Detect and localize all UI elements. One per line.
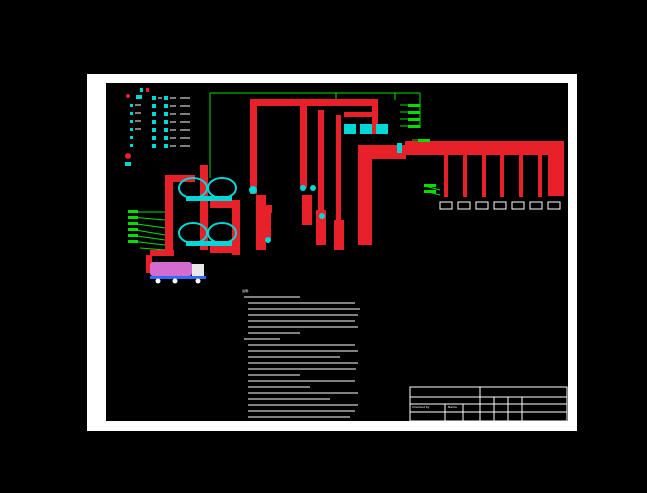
checked-by-label: Checked by <box>412 405 430 409</box>
legend-symbol <box>164 120 168 124</box>
dispenser <box>475 201 489 210</box>
title-block-grid <box>409 386 568 422</box>
drop-pipe <box>538 155 542 197</box>
riser-lower <box>334 220 344 250</box>
tank-pipe <box>262 205 272 213</box>
tank-pipe <box>165 175 195 182</box>
dispenser-units <box>439 201 561 210</box>
legend-symbol <box>152 128 156 132</box>
valve-node <box>249 186 257 194</box>
callout-tags <box>128 104 436 243</box>
legend-symbol <box>164 96 168 100</box>
tank-pipe <box>146 255 152 273</box>
valve-node <box>319 213 325 219</box>
name-label: Name <box>448 405 457 409</box>
legend-symbol <box>164 128 168 132</box>
riser-lower <box>316 210 326 245</box>
distribution-header <box>405 141 564 155</box>
main-pipe <box>358 145 372 245</box>
tank-pipe <box>256 195 266 250</box>
tanker-truck <box>150 262 206 284</box>
drop-pipe <box>482 155 486 197</box>
pressure-vessel <box>376 124 388 134</box>
pressure-vessel <box>344 124 356 134</box>
legend-symbol <box>164 136 168 140</box>
dispenser <box>529 201 543 210</box>
legend-symbol <box>146 88 149 92</box>
dispenser <box>457 201 471 210</box>
legend-symbol <box>164 144 168 148</box>
tank-pipe <box>210 200 240 208</box>
valve <box>397 143 402 153</box>
legend-symbol <box>125 162 131 166</box>
drop-pipe <box>519 155 523 197</box>
legend-symbol <box>152 136 156 140</box>
tank-pipe <box>200 165 208 250</box>
storage-tank <box>207 222 237 244</box>
drop-pipe <box>500 155 504 197</box>
riser-pipe <box>336 115 341 220</box>
legend-symbol <box>152 96 156 100</box>
truck-tank <box>150 262 192 276</box>
truck-cab <box>192 264 204 276</box>
pipe-network <box>146 99 564 273</box>
valve-node <box>310 185 316 191</box>
legend-symbol <box>152 144 156 148</box>
binding-margin <box>93 80 104 425</box>
legend-symbol <box>152 112 156 116</box>
legend-symbol <box>130 136 133 139</box>
valve-node <box>265 237 271 243</box>
legend-symbol <box>130 120 133 123</box>
main-pipe <box>358 145 406 159</box>
dispenser <box>439 201 453 210</box>
equipment <box>178 124 402 246</box>
legend-symbol <box>152 104 156 108</box>
tank-pipe <box>210 245 240 253</box>
notes-header: 说明: <box>242 289 250 293</box>
legend-symbol <box>125 153 131 159</box>
dispenser <box>493 201 507 210</box>
legend-symbol <box>152 120 156 124</box>
truck-wheel <box>172 278 178 284</box>
riser-lower <box>302 195 312 225</box>
header-pipe <box>344 112 378 117</box>
legend-symbol <box>140 88 143 92</box>
legend-symbol <box>126 94 130 98</box>
storage-tank <box>207 177 237 199</box>
legend-symbol <box>130 112 133 115</box>
riser-pipe <box>300 103 307 188</box>
pressure-vessel <box>360 124 372 134</box>
drop-pipe <box>444 155 448 197</box>
distribution-end <box>548 141 564 196</box>
tank-pipe <box>265 210 271 240</box>
riser-pipe <box>250 99 257 194</box>
notes-lines <box>244 296 360 418</box>
signal-lines <box>209 92 421 178</box>
header-pipe <box>250 99 378 106</box>
manifold <box>186 241 232 246</box>
manifold <box>186 196 232 201</box>
truck-wheel <box>155 278 161 284</box>
tank-pipe <box>150 250 174 256</box>
legend-symbol <box>136 95 142 99</box>
tank-pipe <box>165 175 173 250</box>
truck-wheel <box>195 278 201 284</box>
legend <box>125 88 190 166</box>
riser-pipe <box>318 110 324 210</box>
dispenser <box>547 201 561 210</box>
valve-node <box>300 185 306 191</box>
truck-chassis <box>150 276 206 279</box>
legend-symbol <box>130 104 133 107</box>
drop-pipe <box>463 155 467 197</box>
legend-symbol <box>130 144 133 147</box>
legend-symbol <box>130 128 133 131</box>
legend-symbol <box>164 104 168 108</box>
dispenser <box>511 201 525 210</box>
legend-symbol <box>164 112 168 116</box>
